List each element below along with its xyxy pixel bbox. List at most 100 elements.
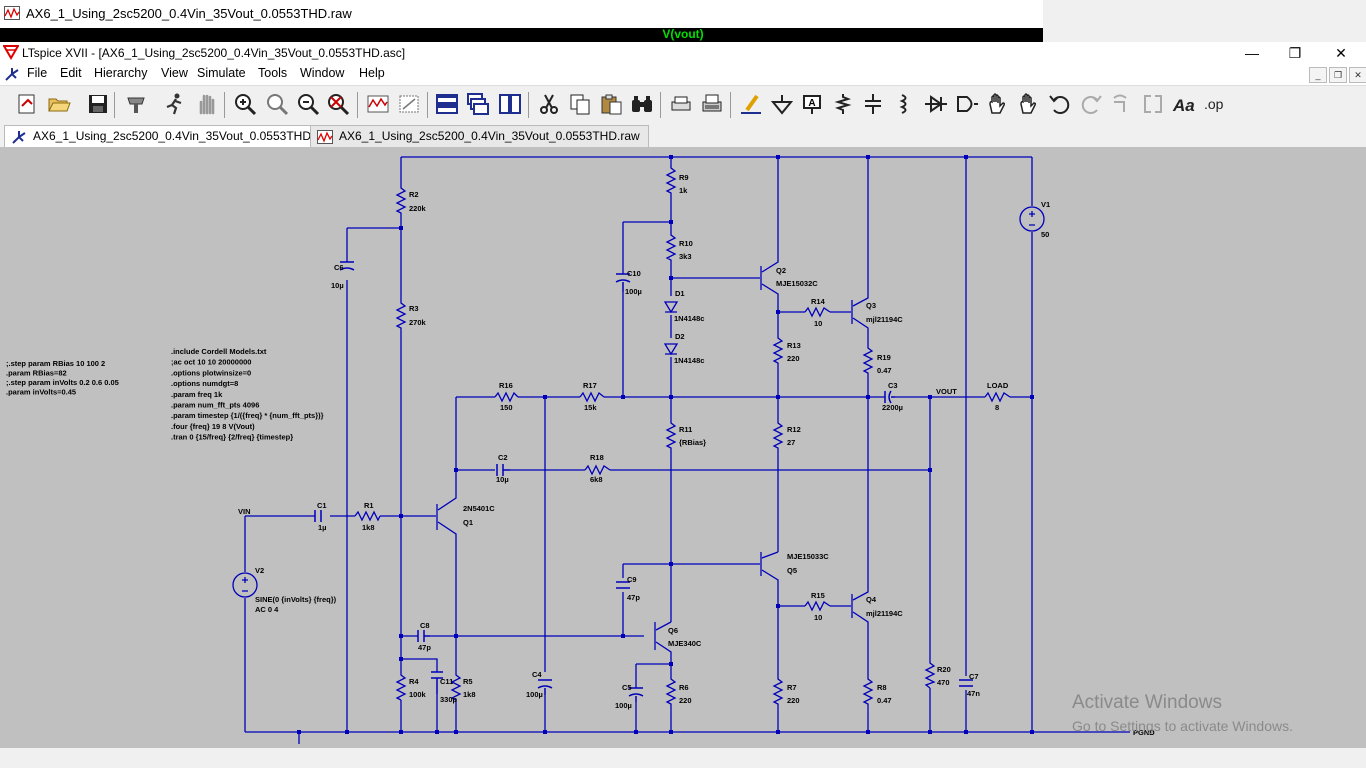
mdi-restore-button[interactable]: ❐ [1329, 67, 1347, 83]
directive-center-line[interactable]: .options plotwinsize=0 [171, 368, 251, 377]
c1-name[interactable]: C1 [317, 501, 327, 510]
directive-center-line[interactable]: .include Cordell Models.txt [171, 347, 267, 356]
copy-icon[interactable] [568, 92, 592, 116]
schematic-icon[interactable] [4, 66, 20, 82]
load-name[interactable]: LOAD [987, 381, 1009, 390]
resistor-icon[interactable] [831, 92, 855, 116]
capacitor-icon[interactable] [861, 92, 885, 116]
q3-name[interactable]: Q3 [866, 301, 876, 310]
schematic-canvas[interactable]: ;.step param RBias 10 100 2.param RBias=… [0, 147, 1366, 748]
d2-value[interactable]: 1N4148c [674, 356, 704, 365]
r9-value[interactable]: 1k [679, 186, 688, 195]
menu-window[interactable]: Window [300, 66, 345, 80]
q4-model[interactable]: mjl21194C [866, 609, 903, 618]
v1-value[interactable]: 50 [1041, 230, 1049, 239]
r1-name[interactable]: R1 [364, 501, 374, 510]
menu-simulate[interactable]: Simulate [197, 66, 246, 80]
directives-left[interactable]: ;.step param RBias 10 100 2.param RBias=… [6, 359, 119, 397]
tile-vertical-icon[interactable] [498, 92, 522, 116]
control-panel-icon[interactable] [124, 92, 148, 116]
directive-left-line[interactable]: ;.step param inVolts 0.2 0.6 0.05 [6, 378, 119, 387]
r2-name[interactable]: R2 [409, 190, 419, 199]
halt-icon[interactable] [194, 92, 218, 116]
r11-value[interactable]: {RBias} [679, 438, 706, 447]
r12-name[interactable]: R12 [787, 425, 801, 434]
c11-name[interactable]: C11 [440, 677, 453, 686]
directives-center[interactable]: .include Cordell Models.txt ;ac oct 10 10… [171, 347, 324, 442]
r17-value[interactable]: 15k [584, 403, 597, 412]
c3-value[interactable]: 2200µ [882, 403, 903, 412]
mdi-minimize-button[interactable]: _ [1309, 67, 1327, 83]
ground-icon[interactable] [770, 92, 794, 116]
open-icon[interactable] [47, 92, 71, 116]
r7-name[interactable]: R7 [787, 683, 797, 692]
draw-wire-icon[interactable] [739, 92, 763, 116]
menu-tools[interactable]: Tools [258, 66, 288, 80]
r4-value[interactable]: 100k [409, 690, 427, 699]
pgnd-label[interactable]: PGND [1133, 728, 1155, 737]
text-icon[interactable]: Aa [1172, 92, 1196, 116]
save-icon[interactable] [86, 92, 110, 116]
cascade-icon[interactable] [466, 92, 490, 116]
spice-directive-icon[interactable]: .op [1203, 92, 1227, 116]
vin-label[interactable]: VIN [238, 507, 251, 516]
c2-name[interactable]: C2 [498, 453, 508, 462]
redo-icon[interactable] [1079, 92, 1103, 116]
r14-value[interactable]: 10 [814, 319, 822, 328]
directive-center-line[interactable]: ;ac oct 10 10 20000000 [171, 358, 251, 367]
v2-line2[interactable]: AC 0 4 [255, 605, 279, 614]
menu-edit[interactable]: Edit [60, 66, 82, 80]
autorange-icon[interactable] [366, 92, 390, 116]
q6-model[interactable]: MJE340C [668, 639, 702, 648]
find-icon[interactable] [630, 92, 654, 116]
c5-name[interactable]: C5 [622, 683, 632, 692]
drag-icon[interactable] [1017, 92, 1041, 116]
label-net-icon[interactable]: A [800, 92, 824, 116]
close-button[interactable]: ✕ [1335, 45, 1347, 61]
r18-name[interactable]: R18 [590, 453, 604, 462]
directive-center-line[interactable]: .four {freq} 19 8 V(Vout) [171, 422, 255, 431]
r19-value[interactable]: 0.47 [877, 366, 892, 375]
q5-name[interactable]: Q5 [787, 566, 797, 575]
rotate-icon[interactable] [1110, 92, 1134, 116]
trace-label[interactable]: V(vout) [662, 27, 704, 41]
background-waveform-window[interactable]: AX6_1_Using_2sc5200_0.4Vin_35Vout_0.0553… [0, 0, 1043, 42]
r16-value[interactable]: 150 [500, 403, 513, 412]
zoom-out-icon[interactable] [296, 92, 320, 116]
schematic-drawing[interactable]: ;.step param RBias 10 100 2.param RBias=… [0, 147, 1366, 748]
inductor-icon[interactable] [892, 92, 916, 116]
r20-name[interactable]: R20 [937, 665, 951, 674]
waveform-plot-strip[interactable] [0, 28, 1043, 42]
d1-name[interactable]: D1 [675, 289, 685, 298]
d2-name[interactable]: D2 [675, 332, 685, 341]
c10-name[interactable]: C10 [627, 269, 641, 278]
zoom-cancel-icon[interactable] [326, 92, 350, 116]
q1-name[interactable]: Q1 [463, 518, 473, 527]
tile-horizontal-icon[interactable] [435, 92, 459, 116]
mdi-close-button[interactable]: ✕ [1349, 67, 1366, 83]
print-icon[interactable] [700, 92, 724, 116]
r2-value[interactable]: 220k [409, 204, 427, 213]
c7-name[interactable]: C7 [969, 672, 979, 681]
c4-value[interactable]: 100µ [526, 690, 543, 699]
menu-help[interactable]: Help [359, 66, 385, 80]
r9-name[interactable]: R9 [679, 173, 689, 182]
c2-value[interactable]: 10µ [496, 475, 509, 484]
c9-value[interactable]: 47p [627, 593, 640, 602]
q5-model[interactable]: MJE15033C [787, 552, 829, 561]
zoom-in-icon[interactable] [233, 92, 257, 116]
menu-hierarchy[interactable]: Hierarchy [94, 66, 148, 80]
d1-value[interactable]: 1N4148c [674, 314, 704, 323]
q2-model[interactable]: MJE15032C [776, 279, 818, 288]
r3-name[interactable]: R3 [409, 304, 419, 313]
c8-value[interactable]: 47p [418, 643, 431, 652]
c11-value[interactable]: 330p [440, 695, 458, 704]
measure-icon[interactable] [397, 92, 421, 116]
print-setup-icon[interactable] [669, 92, 693, 116]
directive-center-line[interactable]: .tran 0 {15/freq} {2/freq} {timestep} [171, 433, 293, 442]
maximize-button[interactable]: ❐ [1288, 45, 1302, 61]
c8-name[interactable]: C8 [420, 621, 430, 630]
r8-value[interactable]: 0.47 [877, 696, 892, 705]
r5-value[interactable]: 1k8 [463, 690, 476, 699]
directive-center-line[interactable]: .param timestep {1/({freq} * {num_fft_pt… [171, 411, 324, 420]
